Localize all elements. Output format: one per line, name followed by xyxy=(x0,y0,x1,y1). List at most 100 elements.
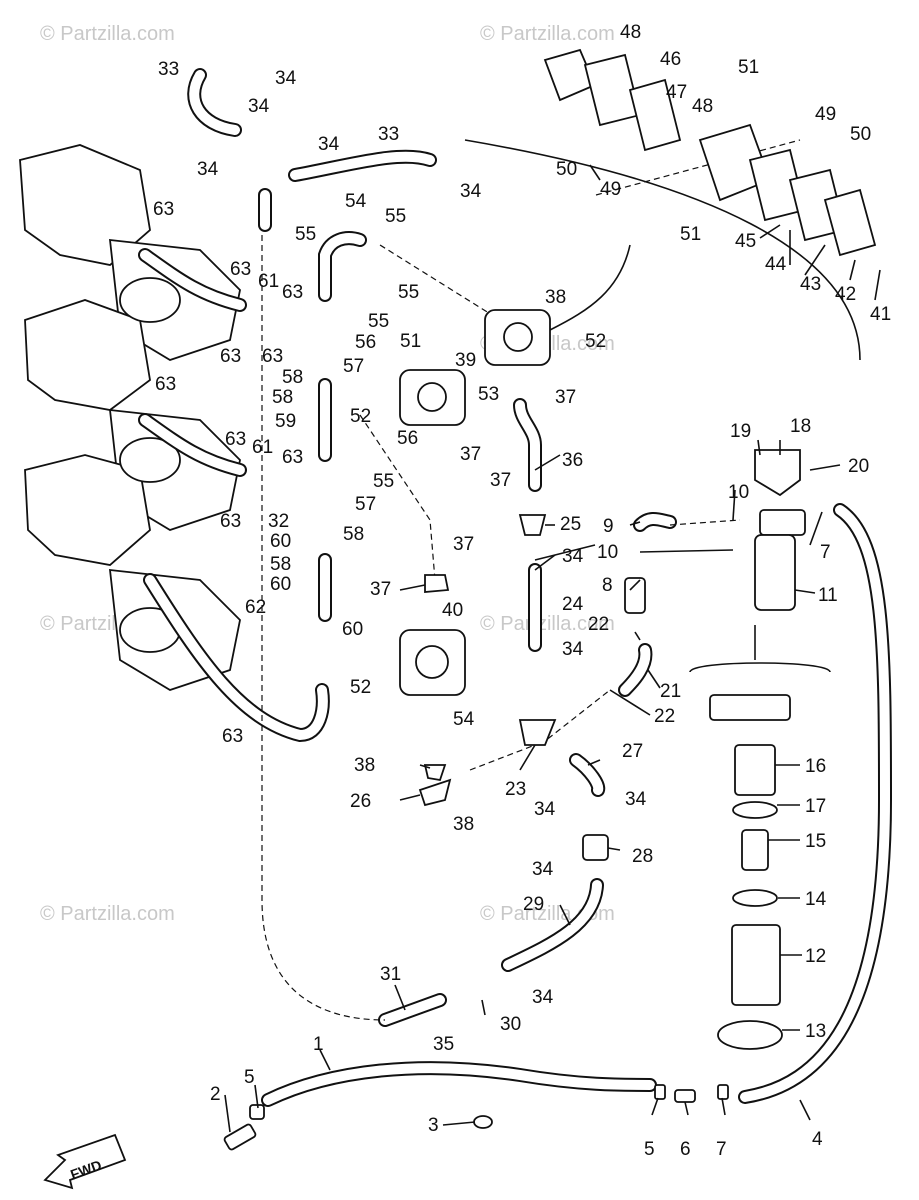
callout-54: 55 xyxy=(373,471,394,492)
callout-43: 45 xyxy=(735,231,756,252)
callout-63: 63 xyxy=(262,346,283,367)
assembly-lines xyxy=(261,139,801,1021)
callout-35: 36 xyxy=(562,450,583,471)
callout-61: 63 xyxy=(220,511,241,532)
callout-42: 44 xyxy=(765,254,787,275)
callout-52: 53 xyxy=(478,384,499,405)
callout-63: 63 xyxy=(153,199,174,220)
callout-63: 63 xyxy=(225,429,246,450)
callout-1: 1 xyxy=(313,1034,324,1055)
callout-53: 54 xyxy=(345,191,367,212)
callout-58: 58 xyxy=(282,367,303,388)
callout-46: 48 xyxy=(692,96,713,117)
callout-24: 24 xyxy=(562,594,584,615)
watermark: © Partzilla.com xyxy=(40,903,175,925)
callout-55: 55 xyxy=(398,282,419,303)
callout-59: 60 xyxy=(342,619,363,640)
callout-19: 19 xyxy=(730,421,751,442)
callout-41: 43 xyxy=(800,274,821,295)
callout-57: 58 xyxy=(270,554,291,575)
callout-51: 51 xyxy=(400,331,421,352)
callout-58: 60 xyxy=(270,574,291,595)
callout-63: 32 xyxy=(268,511,289,532)
callout-58: 59 xyxy=(275,411,296,432)
callout-33: 33 xyxy=(158,59,179,80)
callout-56: 57 xyxy=(343,356,364,377)
callout-56: 58 xyxy=(343,524,364,545)
callout-55: 57 xyxy=(355,494,376,515)
callout-51: 52 xyxy=(350,677,371,698)
callout-62: 63 xyxy=(222,726,243,747)
callout-4: 4 xyxy=(812,1129,823,1150)
callout-55: 55 xyxy=(385,206,406,227)
callout-34: 34 xyxy=(534,799,556,820)
callout-40: 42 xyxy=(835,284,856,305)
callout-34: 35 xyxy=(433,1034,454,1055)
callout-34: 34 xyxy=(532,859,554,880)
callout-52: 52 xyxy=(585,331,606,352)
watermark: © Partzilla.com xyxy=(480,23,615,45)
callout-9: 9 xyxy=(603,516,614,537)
callout-3: 3 xyxy=(428,1115,439,1136)
callout-28: 28 xyxy=(632,846,653,867)
fuel-filter xyxy=(689,449,831,1050)
fuel-pumps xyxy=(399,309,551,696)
callout-38: 38 xyxy=(545,287,566,308)
callouts: 1 2 3 4 5 5 6 7 7 8 9 10 10 11 12 13 14 … xyxy=(153,22,891,1160)
callout-34: 34 xyxy=(625,789,647,810)
watermark: © Partzilla.com xyxy=(40,23,175,45)
callout-47: 48 xyxy=(620,22,641,43)
callout-63: 63 xyxy=(282,282,303,303)
callout-38: 39 xyxy=(455,350,476,371)
callout-63: 63 xyxy=(230,259,251,280)
callout-36: 37 xyxy=(370,579,391,600)
callout-14: 14 xyxy=(805,889,827,910)
callout-44: 46 xyxy=(660,49,681,70)
callout-10: 10 xyxy=(728,482,749,503)
callout-50: 51 xyxy=(738,57,759,78)
callout-18: 18 xyxy=(790,416,811,437)
callout-31: 31 xyxy=(380,964,401,985)
callout-63: 63 xyxy=(155,374,176,395)
callout-34: 34 xyxy=(197,159,219,180)
callout-54: 55 xyxy=(368,311,389,332)
callout-37: 37 xyxy=(555,387,576,408)
carburetors xyxy=(19,144,241,691)
hoses xyxy=(138,68,893,1107)
callout-16: 16 xyxy=(805,756,826,777)
callout-22: 22 xyxy=(588,614,609,635)
callout-5: 5 xyxy=(644,1139,655,1160)
callout-49: 50 xyxy=(556,159,577,180)
callout-27: 27 xyxy=(622,741,643,762)
callout-17: 17 xyxy=(805,796,826,817)
callout-58: 60 xyxy=(270,531,291,552)
callout-60: 61 xyxy=(258,271,279,292)
callout-13: 13 xyxy=(805,1021,826,1042)
callout-34: 34 xyxy=(562,546,584,567)
callout-7: 7 xyxy=(716,1139,727,1160)
callout-55: 56 xyxy=(397,428,418,449)
fittings xyxy=(223,514,729,1151)
callout-55: 55 xyxy=(295,224,316,245)
callout-55: 56 xyxy=(355,332,376,353)
callout-49: 50 xyxy=(850,124,871,145)
callout-5: 5 xyxy=(244,1067,255,1088)
callout-34: 34 xyxy=(532,987,554,1008)
callout-63: 63 xyxy=(282,447,303,468)
callout-20: 20 xyxy=(848,456,869,477)
callout-34: 34 xyxy=(275,68,297,89)
callout-39: 41 xyxy=(870,304,891,325)
callout-52: 54 xyxy=(453,709,475,730)
callout-21: 21 xyxy=(660,681,681,702)
callout-37: 37 xyxy=(453,534,474,555)
callout-38: 40 xyxy=(442,600,463,621)
callout-7: 7 xyxy=(820,542,831,563)
callout-48: 49 xyxy=(600,179,621,200)
callout-37: 38 xyxy=(453,814,474,835)
callout-51: 52 xyxy=(350,406,371,427)
callout-23: 23 xyxy=(505,779,526,800)
callout-30: 30 xyxy=(500,1014,521,1035)
callout-34: 34 xyxy=(562,639,584,660)
callout-8: 8 xyxy=(602,575,613,596)
